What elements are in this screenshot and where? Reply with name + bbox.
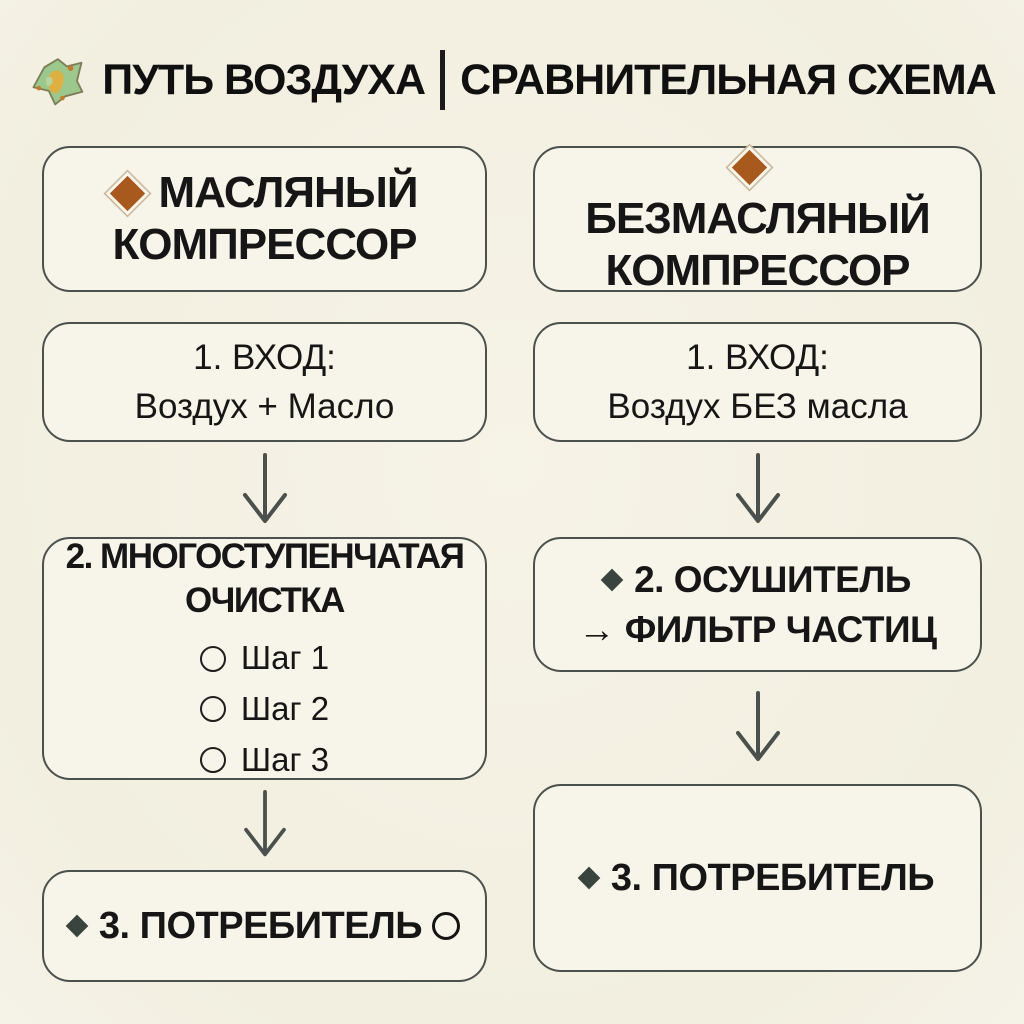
oil-cleaning-box: 2. МНОГОСТУПЕНЧАТАЯ ОЧИСТКА Шаг 1 Шаг 2 … (42, 536, 488, 783)
orange-diamond-icon (105, 171, 149, 216)
down-arrow-icon (735, 452, 780, 523)
oil-free-input-value: Воздух БЕЗ масла (607, 387, 908, 426)
oil-free-consumer-box: 3. ПОТРЕБИТЕЛЬ (533, 784, 982, 972)
oil-input-value: Воздух + Масло (134, 387, 395, 426)
oil-flow-arrow-2 (42, 780, 487, 870)
page-title-text: ПУТЬ ВОЗДУХА СРАВНИТЕЛЬНАЯ СХЕМА (102, 50, 997, 110)
dryer-line-2: → ФИЛЬТР ЧАСТИЦ (578, 608, 937, 650)
circle-outline-icon (199, 645, 226, 672)
oil-input-title: 1. ВХОД: (193, 338, 336, 377)
circle-outline-icon (199, 696, 226, 723)
oil-free-input-title: 1. ВХОД: (686, 338, 829, 377)
down-arrow-icon (243, 789, 286, 857)
oil-header-box: МАСЛЯНЫЙ КОМПРЕССОР (42, 146, 488, 292)
oil-free-consumer-label: 3. ПОТРЕБИТЕЛЬ (577, 857, 935, 900)
column-oil-compressor: МАСЛЯНЫЙ КОМПРЕССОР 1. ВХОД: Воздух + Ма… (42, 146, 488, 982)
oil-free-flow-arrow-1 (533, 442, 982, 537)
oil-consumer-label: 3. ПОТРЕБИТЕЛЬ (65, 905, 461, 948)
oil-cleaning-title: 2. МНОГОСТУПЕНЧАТАЯ ОЧИСТКА (65, 536, 465, 620)
orange-diamond-icon (727, 145, 772, 190)
dryer-line-1: 2. ОСУШИТЕЛЬ (600, 555, 911, 605)
oil-free-header-label: БЕЗМАСЛЯНЫЙ КОМПРЕССОР (578, 141, 938, 297)
oil-flow-arrow-1 (42, 442, 487, 537)
step-item: Шаг 1 (199, 636, 329, 681)
map-icon (32, 58, 84, 106)
oil-header-label: МАСЛЯНЫЙ КОМПРЕССОР (85, 167, 445, 271)
column-oil-free-compressor: БЕЗМАСЛЯНЫЙ КОМПРЕССОР 1. ВХОД: Воздух Б… (533, 145, 982, 982)
page-title: ПУТЬ ВОЗДУХА СРАВНИТЕЛЬНАЯ СХЕМА (32, 38, 997, 122)
title-right: СРАВНИТЕЛЬНАЯ СХЕМА (460, 55, 997, 104)
oil-free-input-box: 1. ВХОД: Воздух БЕЗ масла (533, 322, 982, 442)
oil-consumer-box: 3. ПОТРЕБИТЕЛЬ (42, 870, 488, 982)
oil-free-flow-arrow-2 (533, 672, 982, 784)
dark-diamond-icon (577, 866, 601, 890)
oil-free-dryer-box: 2. ОСУШИТЕЛЬ → ФИЛЬТР ЧАСТИЦ (533, 537, 982, 672)
comparison-columns: МАСЛЯНЫЙ КОМПРЕССОР 1. ВХОД: Воздух + Ма… (42, 145, 982, 982)
dark-diamond-icon (65, 914, 89, 938)
title-left: ПУТЬ ВОЗДУХА (102, 55, 426, 104)
step-item: Шаг 3 (199, 738, 329, 783)
title-separator (440, 50, 446, 110)
oil-free-header-box: БЕЗМАСЛЯНЫЙ КОМПРЕССОР (533, 145, 982, 295)
oil-cleaning-steps: Шаг 1 Шаг 2 Шаг 3 (199, 636, 329, 783)
circle-outline-icon (199, 746, 226, 773)
oil-input-box: 1. ВХОД: Воздух + Масло (42, 322, 488, 442)
down-arrow-icon (242, 452, 287, 523)
circle-outline-icon (432, 912, 461, 940)
step-item: Шаг 2 (199, 687, 329, 732)
dark-diamond-icon (600, 568, 624, 591)
down-arrow-icon (735, 691, 780, 761)
